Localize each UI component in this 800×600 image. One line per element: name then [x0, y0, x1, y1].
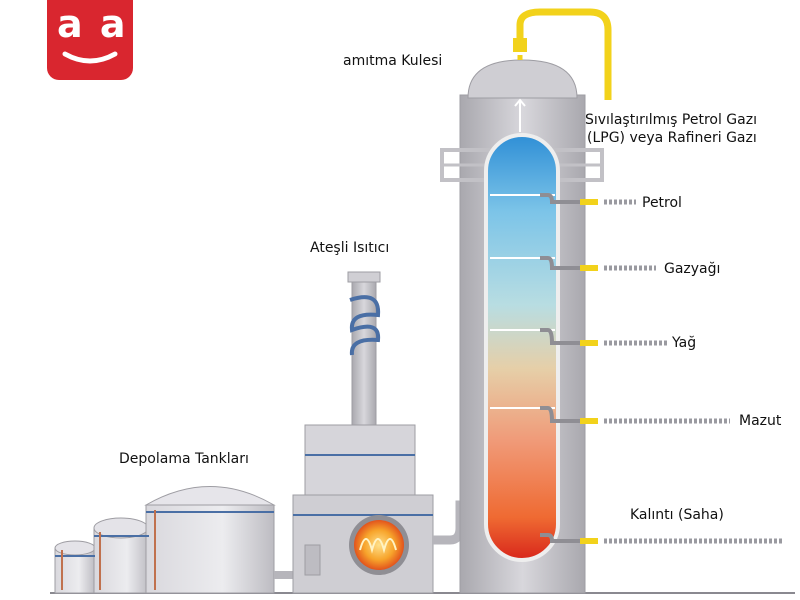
- logo-smile-icon: [62, 51, 118, 64]
- kerosene-label: Gazyağı: [664, 261, 721, 277]
- lpg-label-line2: (LPG) veya Rafineri Gazı: [587, 130, 757, 146]
- fuel-oil-label: Mazut: [739, 413, 782, 429]
- fired-heater: [292, 271, 434, 594]
- tower-label: amıtma Kulesi: [343, 53, 443, 69]
- oil-label: Yağ: [672, 335, 697, 351]
- heater-label: Ateşli Isıtıcı: [310, 240, 390, 256]
- tanks-label: Depolama Tankları: [119, 451, 249, 467]
- product-outlets: [580, 199, 784, 544]
- storage-tanks: [54, 486, 276, 594]
- residue-label: Kalıntı (Saha): [630, 507, 724, 523]
- logo-letters: a a: [57, 2, 128, 46]
- petrol-label: Petrol: [642, 195, 682, 211]
- brand-logo: a a: [47, 0, 133, 80]
- lpg-label-line1: Sıvılaştırılmış Petrol Gazı: [585, 112, 757, 128]
- distillation-tower: [440, 8, 612, 594]
